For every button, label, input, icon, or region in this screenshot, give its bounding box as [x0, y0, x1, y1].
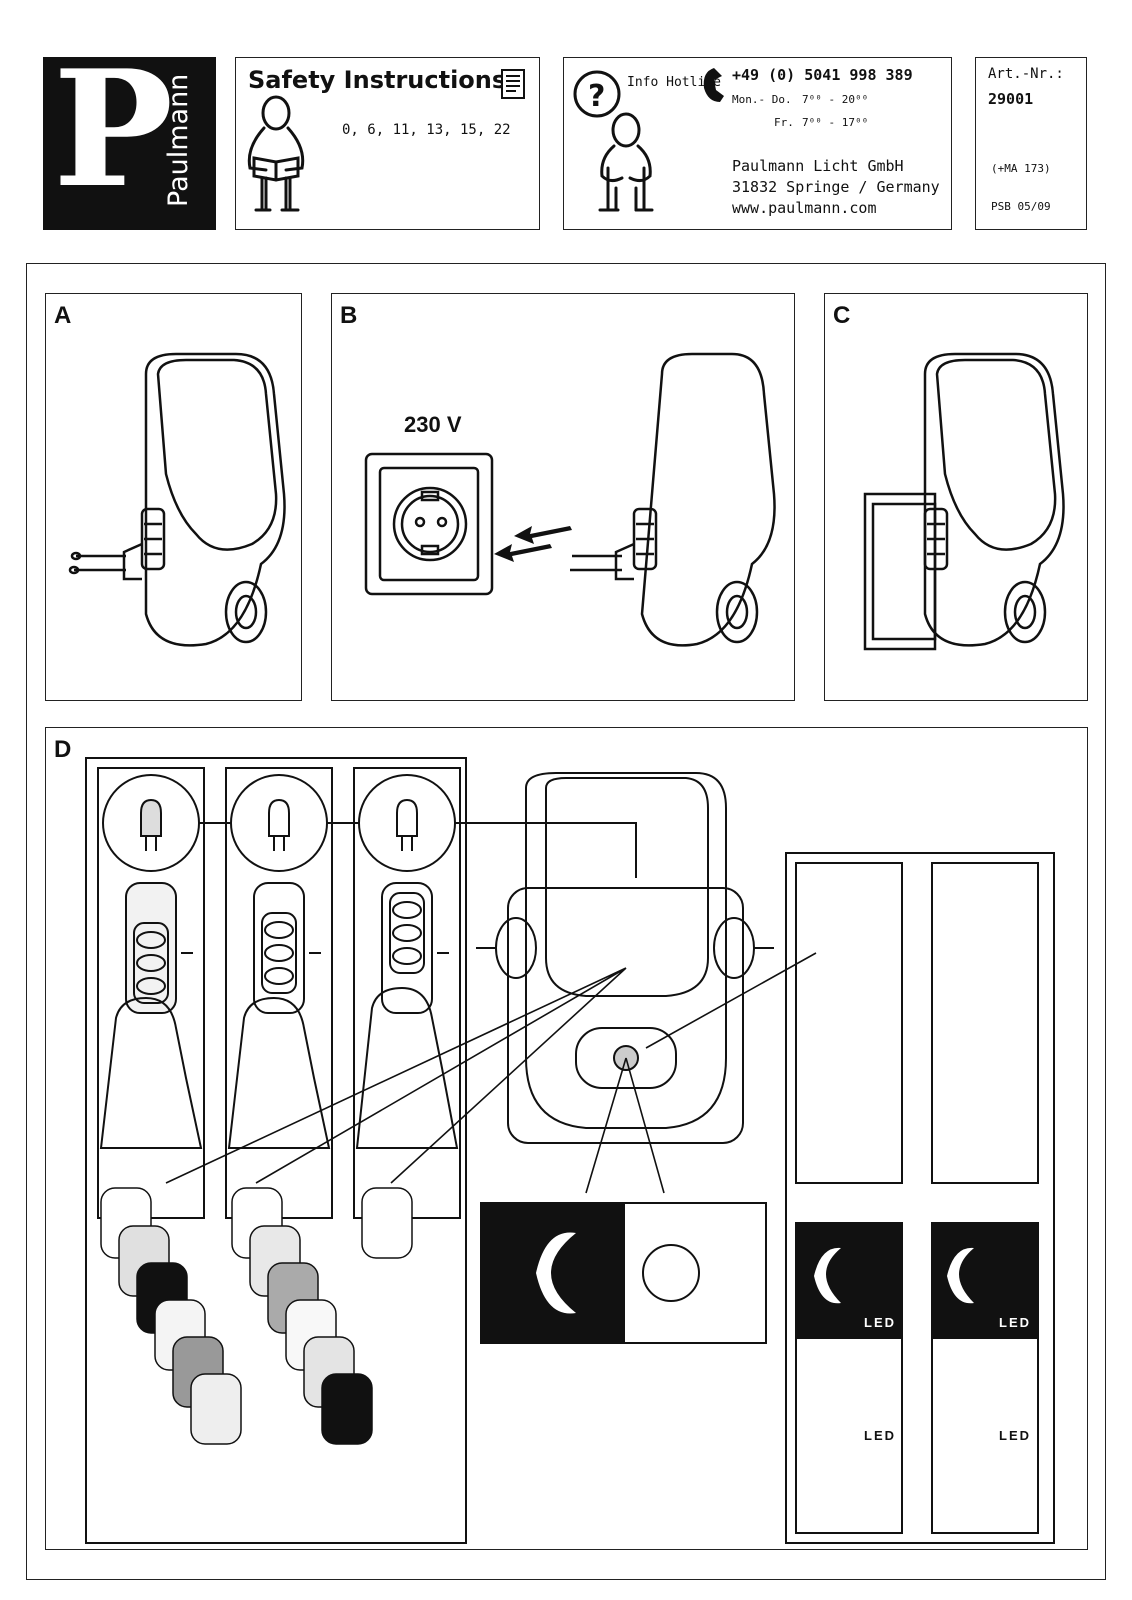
telephone-icon	[703, 68, 724, 102]
safety-numbers: 0, 6, 11, 13, 15, 22	[342, 122, 511, 138]
info-hotline-label: Info Hotline	[627, 75, 721, 90]
safety-title: Safety Instructions	[248, 66, 507, 94]
svg-text:?: ?	[588, 79, 605, 114]
safety-box: Safety Instructions 0, 6, 11, 13, 15, 22	[235, 57, 540, 230]
document-icon	[501, 69, 525, 99]
panel-c: C	[824, 293, 1088, 701]
led-label-night-lamp: LED	[864, 1315, 896, 1330]
panel-label-c: C	[833, 302, 851, 329]
hotline-box: ? Info Hotline +49 (0) 5041 998 389 Mon.…	[563, 57, 952, 230]
hours-weekdays-label: Mon.- Do.	[732, 93, 792, 106]
psb-reference: PSB 05/09	[991, 200, 1051, 213]
company-address: Paulmann Licht GmbH 31832 Springe / Germ…	[732, 156, 940, 219]
phone-number: +49 (0) 5041 998 389	[732, 66, 913, 84]
panel-d: D	[45, 727, 1088, 1550]
article-number: 29001	[988, 90, 1034, 108]
company-name: Paulmann Licht GmbH	[732, 157, 904, 175]
article-label: Art.-Nr.:	[988, 66, 1064, 82]
socket-and-plug-illustration	[364, 352, 776, 647]
led-label-day: LED	[999, 1428, 1031, 1443]
voltage-label: 230 V	[404, 412, 462, 437]
hours-friday: 7⁰⁰ - 17⁰⁰	[802, 116, 869, 129]
logo-wordmark: Paulmann	[163, 73, 194, 207]
panel-a: A	[45, 293, 302, 701]
question-person-icon: ?	[573, 70, 654, 212]
plugged-in-illustration	[863, 352, 1065, 651]
led-label-night: LED	[999, 1315, 1031, 1330]
panel-label-d: D	[54, 736, 72, 763]
panel-label-b: B	[340, 302, 358, 329]
article-box: Art.-Nr.: 29001 (+MA 173) PSB 05/09	[975, 57, 1087, 230]
panel-label-a: A	[54, 302, 72, 329]
led-label-day-lamp: LED	[864, 1428, 896, 1443]
logo-letter: P	[53, 35, 174, 223]
night-light-plug-illustration	[68, 352, 286, 647]
hours-weekdays: 7⁰⁰ - 20⁰⁰	[802, 93, 869, 106]
reading-person-icon	[247, 95, 305, 212]
panel-b: B 230 V	[331, 293, 795, 701]
ma-reference: (+MA 173)	[991, 162, 1051, 175]
color-selection-illustration	[85, 757, 1055, 1544]
paulmann-logo: P Paulmann	[43, 49, 216, 230]
hours-friday-label: Fr.	[774, 116, 794, 129]
company-address-line: 31832 Springe / Germany	[732, 178, 940, 196]
company-website: www.paulmann.com	[732, 199, 877, 217]
